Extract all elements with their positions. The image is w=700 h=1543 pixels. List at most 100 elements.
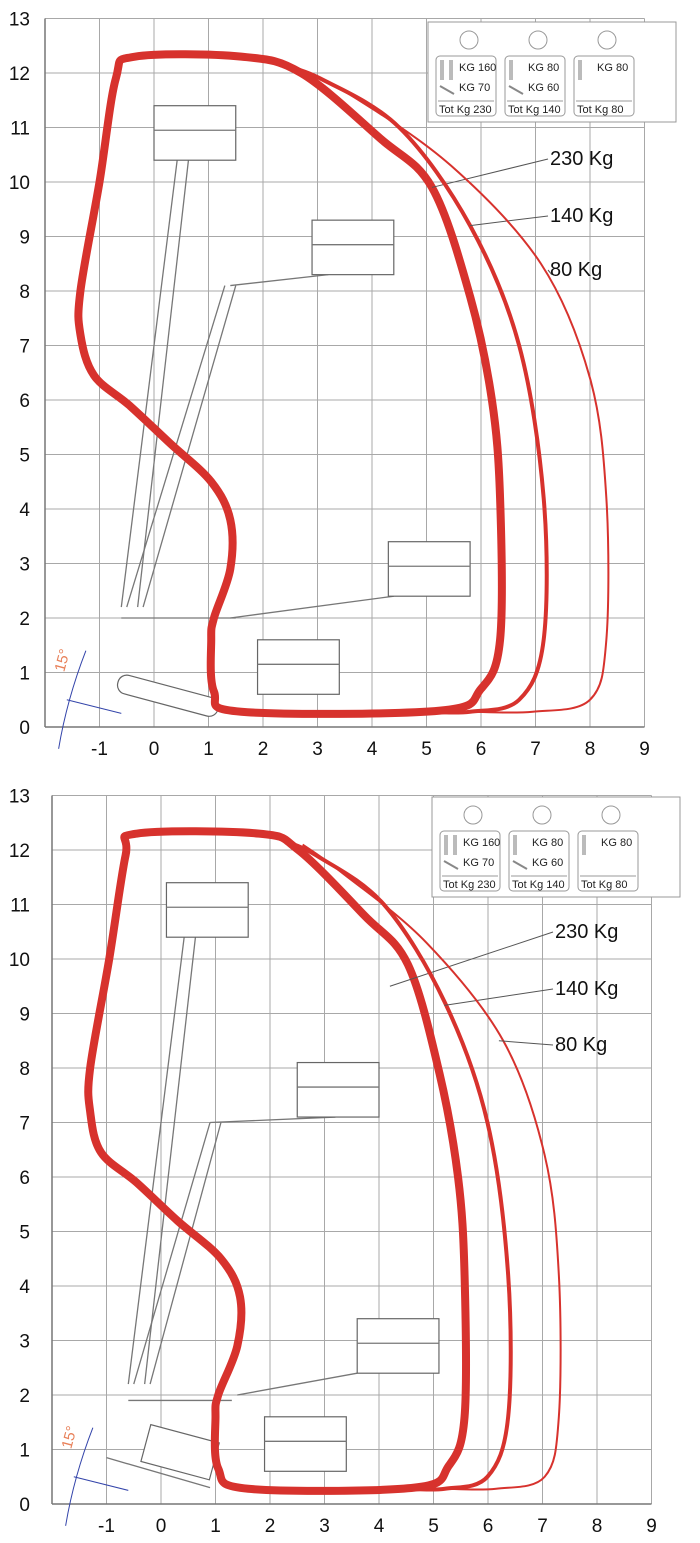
- legend-load: KG 80: [532, 837, 563, 849]
- y-tick-label: 7: [19, 337, 30, 358]
- person-head-icon: [528, 30, 548, 50]
- x-tick-label: 8: [585, 739, 596, 760]
- legend-load: KG 60: [532, 857, 563, 869]
- y-tick-label: 8: [19, 1059, 30, 1080]
- person-head-icon: [601, 805, 621, 825]
- legend-card: KG 80 KG 60 Tot Kg 140: [508, 805, 570, 892]
- y-tick-label: 5: [19, 446, 30, 467]
- boom-section: [120, 127, 182, 608]
- boom-section: [237, 1372, 358, 1396]
- x-tick-label: 4: [367, 739, 378, 760]
- person-icon: [513, 835, 517, 855]
- basket: [153, 105, 237, 161]
- person-head-icon: [463, 805, 483, 825]
- x-tick-label: 9: [639, 739, 650, 760]
- basket: [165, 882, 249, 938]
- envelope-label: 230 Kg: [550, 148, 613, 170]
- machine-drawing: [106, 882, 440, 1489]
- envelope-140-kg: [285, 839, 513, 1492]
- x-tick-label: 2: [258, 739, 269, 760]
- x-tick-label: 3: [319, 1516, 330, 1537]
- y-tick-label: 6: [19, 1168, 30, 1189]
- envelope-80-kg: [302, 843, 562, 1491]
- x-tick-label: 0: [156, 1516, 167, 1537]
- y-tick-label: 12: [9, 841, 30, 862]
- legend-total: Tot Kg 140: [512, 879, 565, 891]
- x-tick-label: 6: [476, 739, 487, 760]
- person-icon: [444, 835, 448, 855]
- tilt-angle-label: 15°: [59, 1424, 81, 1450]
- tilt-angle-label: 15°: [52, 647, 74, 673]
- envelope-label: 140 Kg: [555, 978, 618, 1000]
- legend-load: KG 80: [601, 837, 632, 849]
- person-icon: [453, 835, 457, 855]
- y-tick-label: 8: [19, 282, 30, 303]
- x-tick-label: -1: [91, 739, 108, 760]
- envelope-label: 80 Kg: [555, 1034, 607, 1056]
- envelope-230-kg: [74, 50, 506, 718]
- person-head-icon: [597, 30, 617, 50]
- wrench-icon: [512, 860, 528, 870]
- y-tick-label: 1: [19, 664, 30, 685]
- angle-reference-line: [73, 1476, 129, 1491]
- person-icon: [440, 60, 444, 80]
- person-head-icon: [459, 30, 479, 50]
- legend-total: Tot Kg 80: [577, 104, 623, 116]
- legend-total: Tot Kg 80: [581, 879, 627, 891]
- x-tick-label: 2: [265, 1516, 276, 1537]
- legend-total: Tot Kg 230: [443, 879, 496, 891]
- person-icon: [509, 60, 513, 80]
- boom-section: [230, 274, 329, 287]
- legend-total: Tot Kg 230: [439, 104, 492, 116]
- basket: [311, 219, 395, 276]
- boom-section: [142, 285, 237, 608]
- basket: [296, 1061, 380, 1118]
- y-tick-label: 2: [19, 609, 30, 630]
- boom-section: [149, 1122, 222, 1385]
- legend-card: KG 160 KG 70 Tot Kg 230: [435, 30, 497, 117]
- envelope-label: 140 Kg: [550, 205, 613, 227]
- legend-load: KG 80: [597, 62, 628, 74]
- y-tick-label: 6: [19, 391, 30, 412]
- x-tick-label: 1: [203, 739, 214, 760]
- legend-load: KG 70: [459, 82, 490, 94]
- legend-load: KG 160: [459, 62, 496, 74]
- angle-reference-line: [66, 699, 122, 714]
- y-tick-label: 4: [19, 1277, 30, 1298]
- y-tick-label: 2: [19, 1386, 30, 1407]
- leader-line: [431, 158, 549, 188]
- x-tick-label: 7: [537, 1516, 548, 1537]
- person-head-icon: [532, 805, 552, 825]
- legend-card: KG 80 Tot Kg 80: [577, 805, 639, 892]
- leader-line: [444, 988, 554, 1006]
- leader-line: [389, 931, 554, 987]
- y-tick-label: 10: [9, 173, 30, 194]
- person-icon: [578, 60, 582, 80]
- angle-arc: [58, 650, 87, 749]
- y-tick-label: 7: [19, 1114, 30, 1135]
- y-tick-label: 11: [10, 896, 30, 917]
- boom-section: [137, 127, 193, 608]
- envelope-140-kg: [278, 62, 549, 715]
- y-tick-label: 10: [9, 950, 30, 971]
- y-tick-label: 13: [9, 787, 30, 808]
- y-tick-label: 5: [19, 1223, 30, 1244]
- legend-card: KG 80 Tot Kg 80: [573, 30, 635, 117]
- x-tick-label: 7: [530, 739, 541, 760]
- y-tick-label: 3: [19, 1332, 30, 1353]
- x-tick-label: 3: [312, 739, 323, 760]
- y-tick-label: 9: [19, 1005, 30, 1026]
- y-tick-label: 0: [19, 718, 30, 739]
- y-tick-label: 1: [19, 1441, 30, 1462]
- y-tick-label: 3: [19, 555, 30, 576]
- boom-section: [230, 595, 394, 619]
- y-tick-label: 9: [19, 228, 30, 249]
- x-tick-label: -1: [98, 1516, 115, 1537]
- wrench-icon: [508, 85, 524, 95]
- legend-load: KG 70: [463, 857, 494, 869]
- envelope-label: 230 Kg: [555, 921, 618, 943]
- boom-section: [210, 1116, 336, 1124]
